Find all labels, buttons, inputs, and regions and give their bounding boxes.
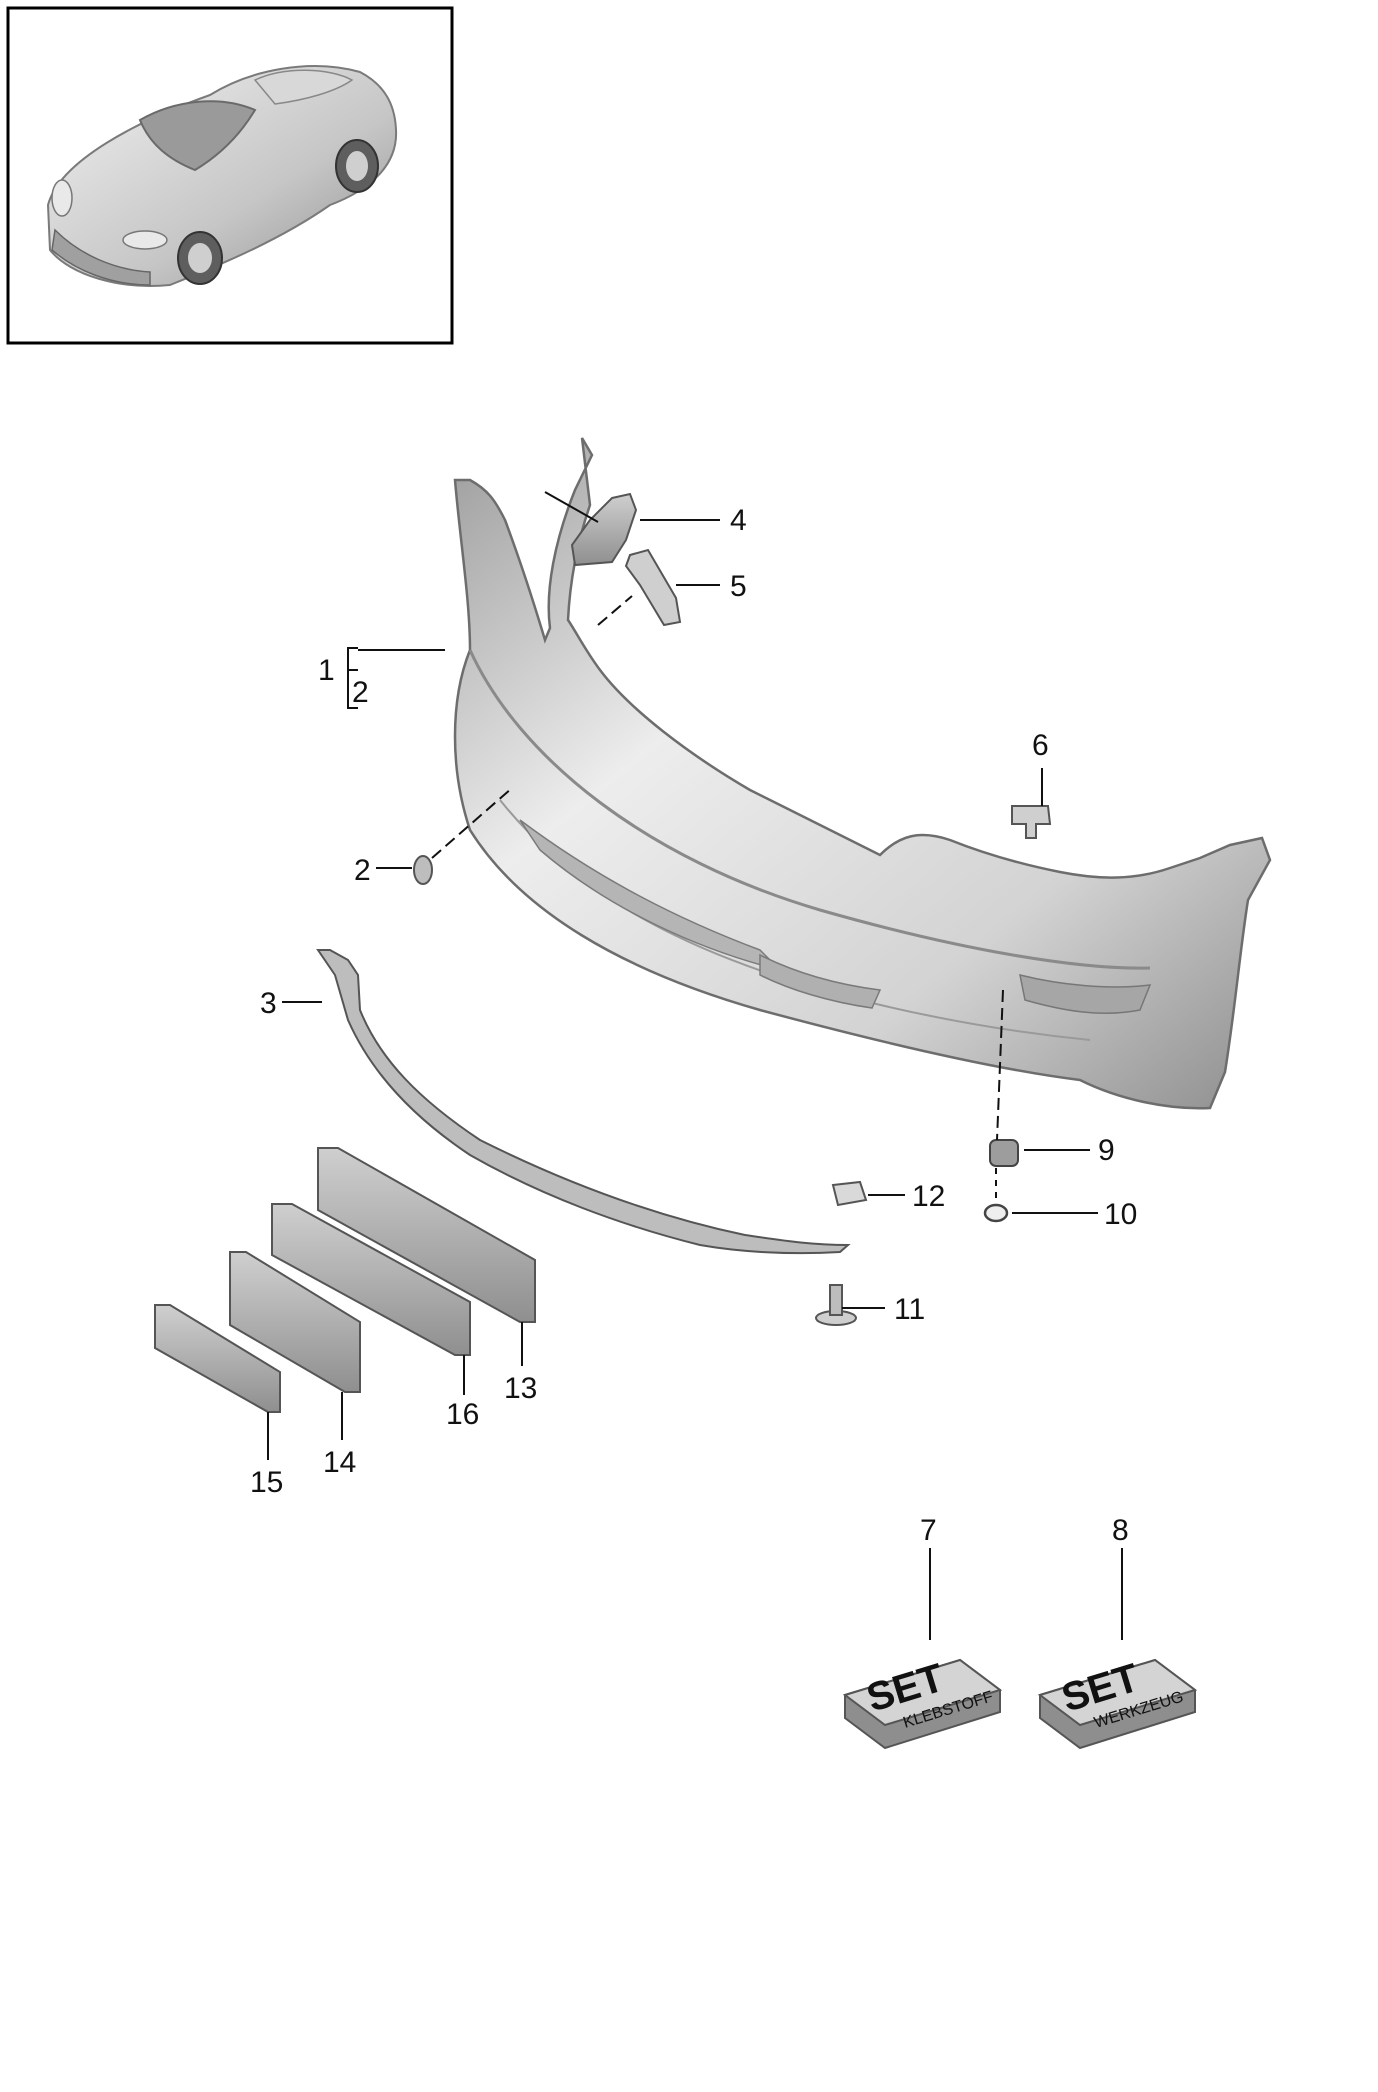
car-illustration [46, 65, 398, 287]
part-plate-carrier-15 [154, 1304, 281, 1413]
callout-15: 15 [250, 1466, 283, 1499]
callout-8: 8 [1112, 1514, 1129, 1547]
callout-13: 13 [504, 1372, 537, 1405]
vehicle-thumbnail [6, 6, 454, 345]
callout-6: 6 [1032, 729, 1049, 762]
part-ring-10 [983, 1203, 1009, 1223]
callout-labels: 1 2 2 3 4 5 6 7 8 9 10 11 12 13 14 15 16 [250, 504, 1137, 1547]
leader-lines [267, 491, 1123, 1640]
callout-1: 1 [318, 654, 335, 687]
callout-4: 4 [730, 504, 747, 537]
leader-5-dash [597, 595, 633, 626]
callout-16: 16 [446, 1398, 479, 1431]
part-clip-6 [1011, 805, 1052, 839]
part-spoiler-3 [316, 949, 851, 1255]
callout-11: 11 [894, 1293, 925, 1326]
part-bracket-4 [570, 492, 638, 567]
part-rivet-11 [815, 1284, 857, 1326]
part-bumper-cover [453, 437, 1272, 1110]
callout-3: 3 [260, 987, 277, 1020]
callout-12: 12 [912, 1180, 945, 1213]
set-box-8: SET WERKZEUG [1037, 1656, 1198, 1750]
leader-9-dash [996, 989, 1004, 1141]
part-sensor-9 [989, 1139, 1019, 1167]
callout-5: 5 [730, 570, 747, 603]
part-plate-carrier-14 [229, 1251, 361, 1393]
part-cap-2 [413, 855, 433, 885]
part-plate-carrier-13 [317, 1147, 536, 1323]
leader-4-part [544, 491, 599, 523]
callout-7: 7 [920, 1514, 937, 1547]
callout-9: 9 [1098, 1134, 1115, 1167]
callout-2-bracket: 2 [352, 676, 369, 709]
leader-1-bracket [347, 647, 358, 709]
callout-14: 14 [323, 1446, 356, 1479]
callout-2: 2 [354, 854, 371, 887]
part-guide-5 [624, 548, 682, 627]
callout-10: 10 [1104, 1198, 1137, 1231]
part-clip-12 [831, 1180, 868, 1207]
part-plate-carrier-16 [271, 1203, 471, 1356]
set-box-7: SET KLEBSTOFF [842, 1656, 1003, 1750]
